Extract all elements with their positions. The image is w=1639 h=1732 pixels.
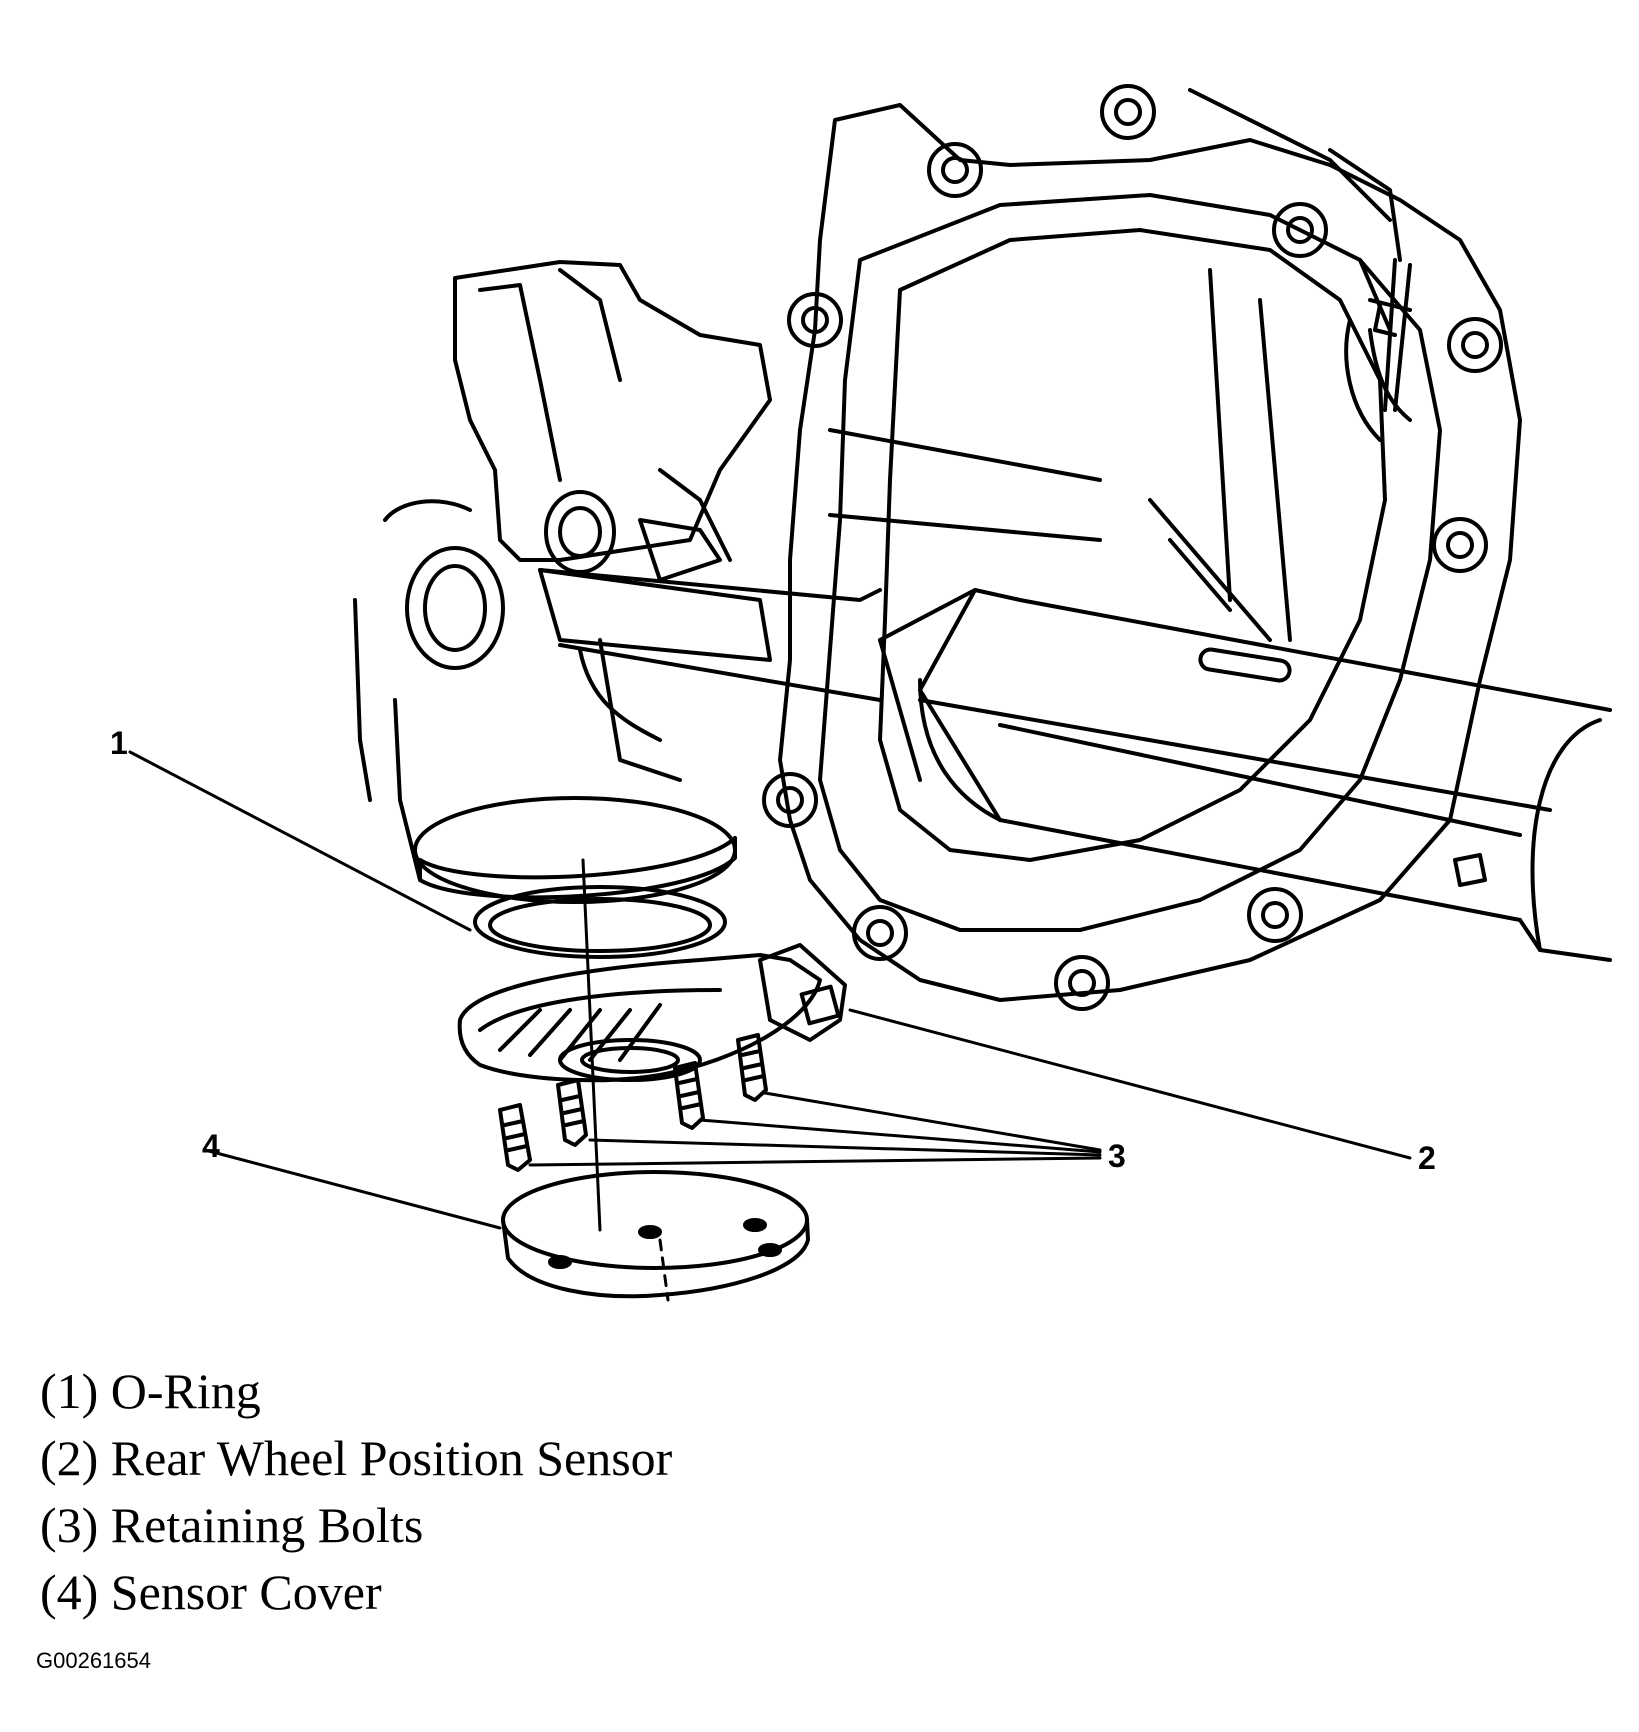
rear-wheel-position-sensor — [457, 943, 847, 1083]
sensor-bore — [413, 796, 737, 904]
leader-lines — [128, 750, 1412, 1230]
retaining-bolts — [498, 1033, 768, 1172]
o-ring — [473, 885, 727, 959]
differential-housing — [353, 260, 772, 882]
parts-legend: (1) O-Ring (2) Rear Wheel Position Senso… — [40, 1358, 672, 1626]
legend-item: (3) Retaining Bolts — [40, 1497, 424, 1553]
callout-4-cover: 4 — [202, 1128, 220, 1164]
legend-item: (4) Sensor Cover — [40, 1564, 382, 1620]
axle-tube — [538, 568, 1612, 962]
legend-item: (2) Rear Wheel Position Sensor — [40, 1430, 673, 1486]
cover-bolts — [762, 84, 1503, 1011]
legend-item: (1) O-Ring — [40, 1363, 261, 1419]
rear-cover-plate — [778, 88, 1522, 1002]
callout-2-sensor: 2 — [1418, 1140, 1436, 1176]
figure-id: G00261654 — [36, 1648, 151, 1673]
callout-3-bolts: 3 — [1108, 1138, 1126, 1174]
sensor-cover — [501, 1170, 810, 1299]
callout-1-o-ring: 1 — [110, 725, 128, 761]
